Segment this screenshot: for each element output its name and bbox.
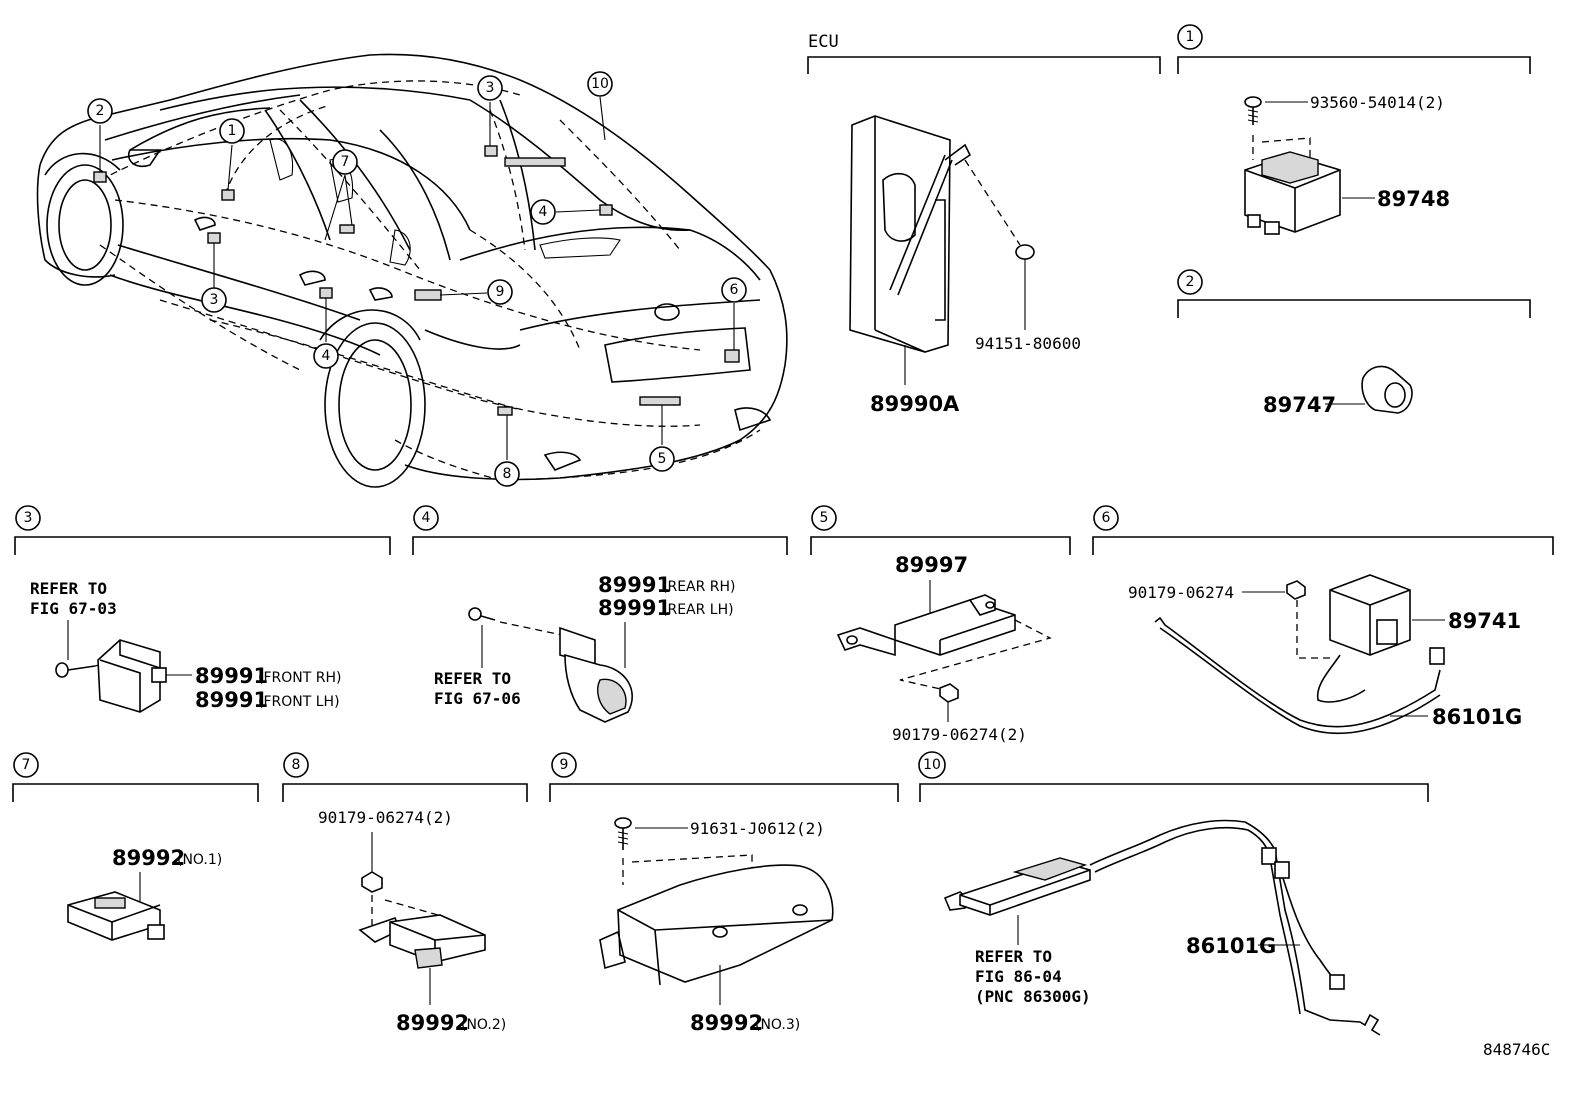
section-9: 9 91631-J0612(2) 89992 (NO.3)	[549, 752, 899, 1035]
section-1: 1 93560-54014(2) 89748	[1177, 24, 1531, 235]
svg-text:1: 1	[1186, 29, 1195, 45]
ecu-clip-number: 94151-80600	[975, 334, 1081, 353]
svg-text:8: 8	[503, 466, 512, 482]
svg-text:6: 6	[1102, 510, 1111, 526]
section-6: 6 90179-06274 89741 86101G	[1092, 505, 1554, 735]
s3-part-b: 89991	[195, 688, 268, 712]
svg-text:2: 2	[1186, 274, 1195, 290]
car-callout-7: 7	[332, 149, 358, 175]
svg-text:7: 7	[22, 757, 31, 773]
svg-text:7: 7	[341, 154, 350, 170]
svg-text:9: 9	[560, 757, 569, 773]
ecu-header: ECU	[808, 32, 839, 52]
car-callout-6: 6	[721, 277, 747, 303]
svg-text:5: 5	[820, 510, 829, 526]
section-8: 8 90179-06274(2) 89992 (NO.2)	[282, 752, 528, 1035]
s2-part-number: 89747	[1263, 393, 1336, 417]
ecu-section: ECU 94151-80600 89990A	[807, 32, 1161, 416]
svg-text:6: 6	[730, 282, 739, 298]
car-callout-8: 8	[494, 461, 520, 487]
s9-part-number: 89992	[690, 1011, 763, 1035]
s4-part-a: 89991	[598, 573, 671, 597]
svg-text:2: 2	[96, 103, 105, 119]
s6-part-number: 89741	[1448, 609, 1521, 633]
s4-ref-line1: REFER TO	[434, 669, 511, 688]
s10-wire-number: 86101G	[1186, 934, 1276, 958]
svg-text:5: 5	[658, 451, 667, 467]
s1-part-number: 89748	[1377, 187, 1450, 211]
s10-ref-line2: FIG 86-04	[975, 967, 1062, 986]
section-7: 7 89992 (NO.1)	[12, 752, 259, 941]
car-callout-5: 5	[649, 446, 675, 472]
section-5: 5 89997 90179-06274(2)	[810, 505, 1071, 744]
car-callout-4-upper: 4	[530, 199, 556, 225]
s5-part-number: 89997	[895, 553, 968, 577]
s4-note-a: (REAR RH)	[662, 579, 736, 595]
s9-note: (NO.3)	[755, 1017, 800, 1033]
car-callout-3-rear: 3	[477, 75, 503, 101]
section-2: 2 89747	[1177, 269, 1531, 417]
s4-ref-line2: FIG 67-06	[434, 689, 521, 708]
svg-text:3: 3	[486, 80, 495, 96]
s4-part-b: 89991	[598, 596, 671, 620]
s3-ref-line2: FIG 67-03	[30, 599, 117, 618]
car-callout-4-lower: 4	[313, 343, 339, 369]
svg-text:1: 1	[228, 123, 237, 139]
s10-ref-line1: REFER TO	[975, 947, 1052, 966]
s8-nut-number: 90179-06274(2)	[318, 808, 453, 827]
s10-ref-line3: (PNC 86300G)	[975, 987, 1091, 1006]
s6-nut-number: 90179-06274	[1128, 583, 1234, 602]
s1-screw-number: 93560-54014(2)	[1310, 93, 1445, 112]
car-callout-1: 1	[219, 118, 245, 144]
car-callout-9: 9	[487, 279, 513, 305]
s9-bolt-number: 91631-J0612(2)	[690, 819, 825, 838]
s3-note-b: (FRONT LH)	[258, 694, 340, 710]
section-3: 3 REFER TO FIG 67-03 89991 (FRONT RH) 89…	[14, 505, 391, 713]
s6-wire-number: 86101G	[1432, 705, 1522, 729]
diagram-id: 848746C	[1483, 1040, 1550, 1059]
car-callout-3-front: 3	[201, 287, 227, 313]
s8-note: (NO.2)	[461, 1017, 506, 1033]
car-callout-10: 10	[587, 71, 613, 97]
s5-nut-number: 90179-06274(2)	[892, 725, 1027, 744]
svg-text:4: 4	[422, 510, 431, 526]
svg-text:9: 9	[496, 284, 505, 300]
svg-text:4: 4	[322, 348, 331, 364]
svg-text:4: 4	[539, 204, 548, 220]
s7-part-number: 89992	[112, 846, 185, 870]
svg-text:10: 10	[923, 757, 941, 773]
svg-text:10: 10	[591, 76, 609, 92]
svg-text:3: 3	[24, 510, 33, 526]
ecu-part-number: 89990A	[870, 392, 960, 416]
s3-note-a: (FRONT RH)	[258, 670, 341, 686]
car-illustration: 2 1 3 7 10 3 4 9 6 4 5 8	[36, 53, 788, 488]
s7-note: (NO.1)	[177, 852, 222, 868]
svg-text:8: 8	[292, 757, 301, 773]
s3-part-a: 89991	[195, 664, 268, 688]
car-callout-2: 2	[87, 98, 113, 124]
s8-part-number: 89992	[396, 1011, 469, 1035]
s4-note-b: (REAR LH)	[662, 602, 734, 618]
section-4: 4 89991 (REAR RH) 89991 (REAR LH) REFER …	[412, 505, 788, 723]
section-10: 10 REFER TO FIG 86-04 (PNC 86300G) 86101…	[918, 751, 1429, 1036]
s3-ref-line1: REFER TO	[30, 579, 107, 598]
svg-text:3: 3	[210, 292, 219, 308]
